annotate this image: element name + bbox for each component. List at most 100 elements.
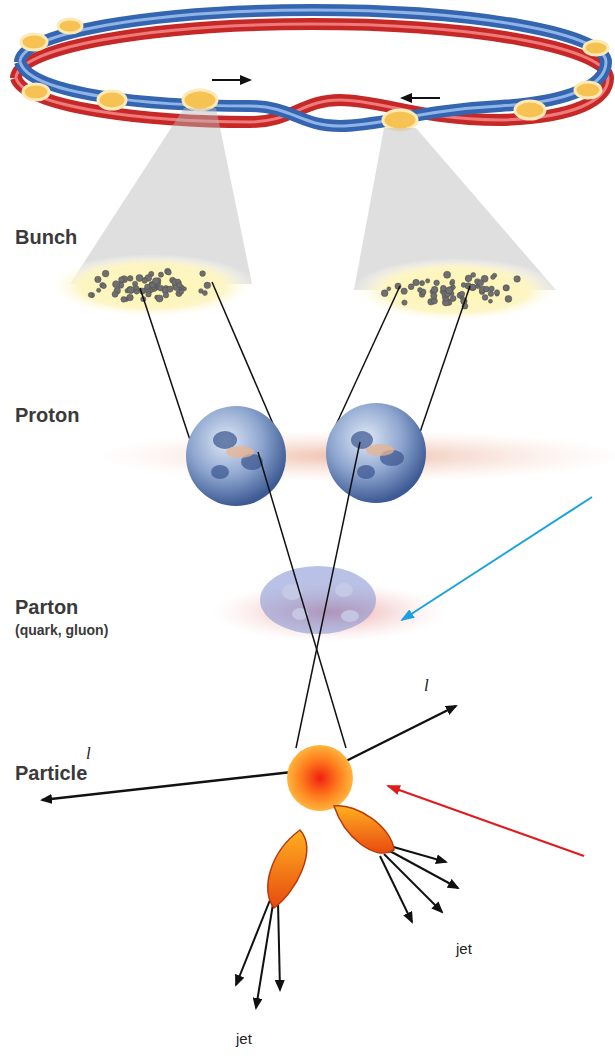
particle-ball <box>287 745 353 811</box>
proton-dot <box>451 279 455 283</box>
proton-dot <box>417 288 422 293</box>
proton-dot <box>444 271 451 278</box>
proton-dot <box>494 290 499 295</box>
proton-dot <box>112 291 118 297</box>
proton-dot <box>413 279 419 285</box>
pointer-arrow <box>402 497 592 620</box>
proton-dot <box>142 278 147 283</box>
proton-dot <box>491 275 496 280</box>
proton-dot <box>163 292 169 298</box>
proton-dot <box>401 288 407 294</box>
jet-flame <box>268 830 307 908</box>
proton-dot <box>204 282 211 289</box>
bunch-marker <box>21 34 47 50</box>
proton-dot <box>459 291 464 296</box>
proton-sphere <box>186 406 286 506</box>
proton-dot <box>202 291 207 296</box>
ring-bunches <box>21 19 608 130</box>
parton-blob <box>335 583 353 597</box>
proton-dot <box>514 276 520 282</box>
zoom-line <box>140 288 190 440</box>
lepton-symbol: l <box>86 744 91 764</box>
proton-dot <box>88 293 93 298</box>
proton-dot <box>408 284 414 290</box>
gluon-glow-blob <box>226 446 254 458</box>
proton-dot <box>488 299 492 303</box>
proton-dot <box>134 289 139 294</box>
proton-dot <box>420 281 425 286</box>
bunch-marker <box>383 110 417 130</box>
proton-dot <box>465 275 472 282</box>
proton-dot <box>434 280 440 286</box>
zoom-line <box>418 286 470 438</box>
bunch-marker <box>515 101 545 119</box>
jet-label: jet <box>236 1030 252 1047</box>
proton-dot <box>158 272 163 277</box>
proton-sphere <box>326 403 426 503</box>
proton-dot <box>446 287 453 294</box>
ring-highlight <box>20 10 606 62</box>
quark-blobs <box>211 431 404 479</box>
pointer-arrow <box>388 786 584 856</box>
jet-tracks <box>236 846 458 1008</box>
jet-track <box>236 900 270 985</box>
proton-dot <box>127 287 134 294</box>
level-heading: Bunch <box>15 226 77 249</box>
proton-dot <box>121 297 127 303</box>
proton-dot <box>119 277 125 283</box>
jet-track <box>256 904 273 1008</box>
proton-dot <box>450 295 456 301</box>
beam-direction-arrow <box>402 97 440 99</box>
jet-label: jet <box>456 940 472 957</box>
proton-dot <box>145 284 150 289</box>
ring-highlight <box>16 24 608 78</box>
bunch-marker <box>183 90 217 110</box>
proton-dot <box>146 292 151 297</box>
parton-cloud <box>260 566 376 634</box>
quark-blob <box>211 465 229 479</box>
bunch-cloud <box>352 258 560 322</box>
parton-blob <box>341 610 359 622</box>
proton-dot <box>489 286 494 291</box>
ring-tube <box>20 62 606 126</box>
proton-dot <box>482 295 488 301</box>
proton-dot <box>402 300 407 305</box>
proton-dot <box>425 279 429 283</box>
proton-dot <box>97 288 101 292</box>
proton-dot <box>505 295 512 302</box>
beam-direction-arrow <box>212 79 250 81</box>
proton-dot <box>503 285 509 291</box>
proton-dot <box>200 271 206 277</box>
jet-flame <box>334 806 394 853</box>
proton-dot <box>431 293 437 299</box>
bunch-marker <box>98 91 126 109</box>
level-heading: Particle <box>15 762 87 785</box>
proton-dot <box>166 270 171 275</box>
bunch-marker <box>58 19 82 33</box>
proton-dot <box>101 284 106 289</box>
proton-dot <box>478 280 484 286</box>
proton-dot <box>95 276 101 282</box>
zoom-lines <box>140 282 470 440</box>
gluon-glow <box>226 444 394 458</box>
level-subheading: (quark, gluon) <box>15 622 108 638</box>
proton-dot <box>470 284 476 290</box>
proton-dot <box>431 286 438 293</box>
proton-dot <box>156 295 163 302</box>
quark-blob <box>357 465 375 479</box>
level-heading: Proton <box>15 404 79 427</box>
level-heading: Parton <box>15 596 78 619</box>
proton-dot <box>484 286 490 292</box>
proton-dot <box>167 286 173 292</box>
gluon-glow-blob <box>366 444 394 456</box>
jet-track <box>278 902 280 990</box>
ring-tube <box>16 24 608 78</box>
bunch-marker <box>23 84 49 100</box>
parton-blobs <box>282 583 359 622</box>
proton-dot <box>127 294 134 301</box>
jet-track <box>380 856 412 922</box>
zoom-lines <box>258 442 360 748</box>
proton-dot <box>165 268 171 274</box>
